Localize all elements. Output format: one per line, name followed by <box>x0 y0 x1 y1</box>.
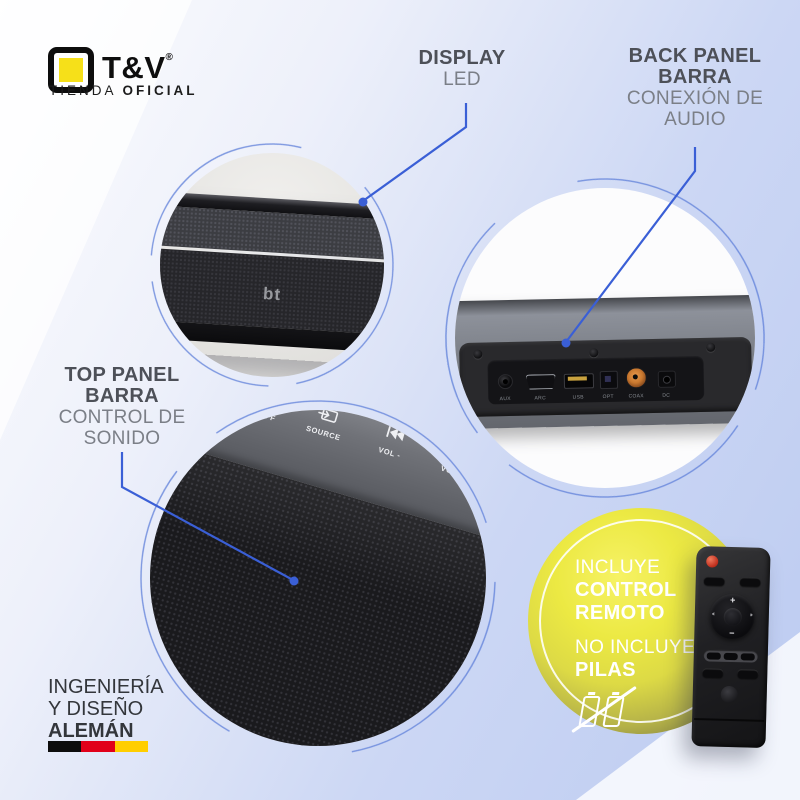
remote-button <box>702 668 724 678</box>
remote-play-pause-button <box>723 607 742 626</box>
soundbar-back-photo: AUX ARC USB OPT COAX DC <box>455 188 755 488</box>
port-label-opt: OPT <box>602 393 614 401</box>
badge-text: INCLUYE CONTROL REMOTO NO INCLUYE PILAS <box>571 556 696 734</box>
aux-jack-port <box>497 373 514 390</box>
callout-back-panel: BACK PANEL BARRA CONEXIÓN DE AUDIO <box>615 45 775 131</box>
remote-mode-button <box>740 652 755 661</box>
remote-mode-button-group <box>703 649 758 663</box>
top-panel-circle: ON/OFF SOURCE VOL - VOL + <box>150 410 486 746</box>
usb-port <box>563 373 595 389</box>
remote-control: + − ‹‹ ›› <box>691 546 771 748</box>
no-batteries-icon <box>571 685 645 734</box>
hdmi-port <box>526 374 556 390</box>
brand-logo-icon <box>48 47 94 93</box>
display-detail-circle: bt <box>160 153 384 377</box>
badge-line-remoto: REMOTO <box>575 602 665 624</box>
badge-line-no-incluye: NO INCLUYE <box>575 637 696 658</box>
store-line-bold: OFICIAL <box>122 83 198 98</box>
callout-top-title1: TOP PANEL <box>64 364 180 386</box>
callout-display-subtitle: LED <box>443 69 481 90</box>
remote-button <box>703 576 725 586</box>
soundbar-top-photo: ON/OFF SOURCE VOL - VOL + <box>150 410 486 746</box>
callout-back-sub2: AUDIO <box>664 109 726 130</box>
registered-mark: ® <box>165 52 174 63</box>
footer-line3: ALEMÁN <box>48 720 134 742</box>
remote-button <box>737 669 759 679</box>
remote-dpad: + − ‹‹ ›› <box>709 593 756 640</box>
port-box: AUX ARC USB OPT COAX DC <box>487 355 705 405</box>
dc-power-port <box>657 370 677 388</box>
callout-display-led: DISPLAY LED <box>392 47 532 91</box>
brand-name-text: T&V <box>102 50 166 85</box>
flag-gold-segment <box>114 741 148 752</box>
remote-next-track: ›› <box>749 612 752 619</box>
port-label-arc: ARC <box>534 395 547 402</box>
footer-line2: Y DISEÑO <box>48 698 144 720</box>
store-line-light: TIENDA <box>49 83 123 98</box>
footer-claim: INGENIERÍA Y DISEÑO ALEMÁN <box>48 676 164 742</box>
badge-line-pilas: PILAS <box>575 659 636 681</box>
brand-name: T&V® <box>102 50 173 86</box>
callout-back-title2: BARRA <box>658 66 732 88</box>
remote-volume-up: + <box>729 594 736 606</box>
flag-red-segment <box>81 741 115 752</box>
badge-line-control: CONTROL <box>575 579 677 601</box>
footer-line1: INGENIERÍA <box>48 676 164 698</box>
callout-top-title2: BARRA <box>85 385 159 407</box>
german-flag-bar <box>48 741 148 752</box>
back-panel-circle: AUX ARC USB OPT COAX DC <box>455 188 755 488</box>
led-display-text: bt <box>262 284 282 305</box>
brand-logo-yellow-square <box>59 58 83 82</box>
remote-volume-down: − <box>729 627 735 639</box>
optical-port <box>599 370 619 390</box>
callout-display-title: DISPLAY <box>418 47 506 69</box>
soundbar-front-photo: bt <box>160 189 384 368</box>
port-label-dc: DC <box>662 392 671 399</box>
badge-line-incluye: INCLUYE <box>575 557 661 578</box>
port-label-aux: AUX <box>499 395 511 403</box>
callout-back-sub1: CONEXIÓN DE <box>626 88 764 109</box>
display-pointer-line <box>362 103 468 202</box>
remote-mode-button <box>723 652 738 660</box>
remote-prev-track: ‹‹ <box>711 611 714 618</box>
port-label-usb: USB <box>572 394 584 401</box>
flag-black-segment <box>48 741 82 752</box>
remote-button <box>739 577 761 587</box>
port-label-coax: COAX <box>628 393 644 400</box>
coax-port <box>625 367 648 389</box>
remote-mode-button <box>706 651 721 660</box>
callout-back-title1: BACK PANEL <box>628 45 762 67</box>
store-line: TIENDA OFICIAL <box>49 83 198 98</box>
